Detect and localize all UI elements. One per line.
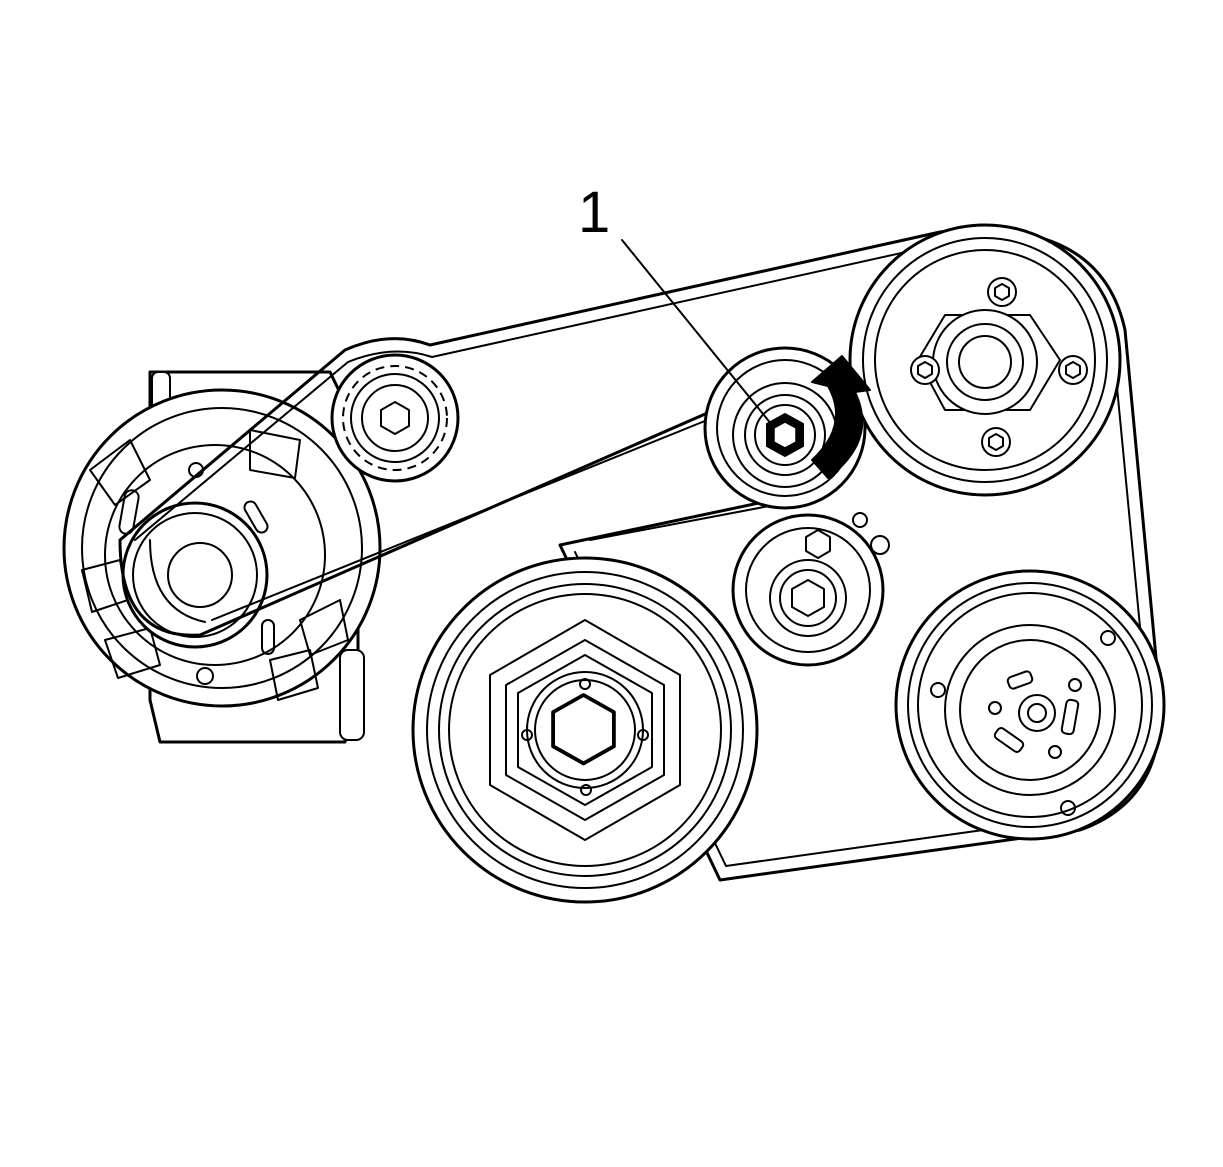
upper-idler-bolt <box>380 401 410 435</box>
generator <box>62 370 382 744</box>
crankshaft-pulley <box>411 556 759 904</box>
water-pump-bolt-right <box>1058 355 1088 385</box>
callout-label: 1 <box>578 180 610 245</box>
water-pump-pulley <box>848 223 1122 497</box>
generator-lower-tab <box>339 649 365 741</box>
curved-arrow-counterclockwise-icon <box>811 355 871 479</box>
water-pump-bolt-left <box>910 355 940 385</box>
water-pump-bolt-top <box>987 277 1017 307</box>
ac-compressor-pulley <box>894 569 1166 841</box>
generator-shaft <box>167 542 233 608</box>
lower-idler-pulley <box>731 512 890 667</box>
crankshaft-bolt <box>551 693 616 766</box>
water-pump-bolt-bottom <box>981 427 1011 457</box>
upper-idler-pulley <box>330 353 460 483</box>
callout-1: 1 <box>578 180 773 426</box>
lower-idler-bolt <box>791 579 825 617</box>
callout-leader-line <box>621 239 773 426</box>
